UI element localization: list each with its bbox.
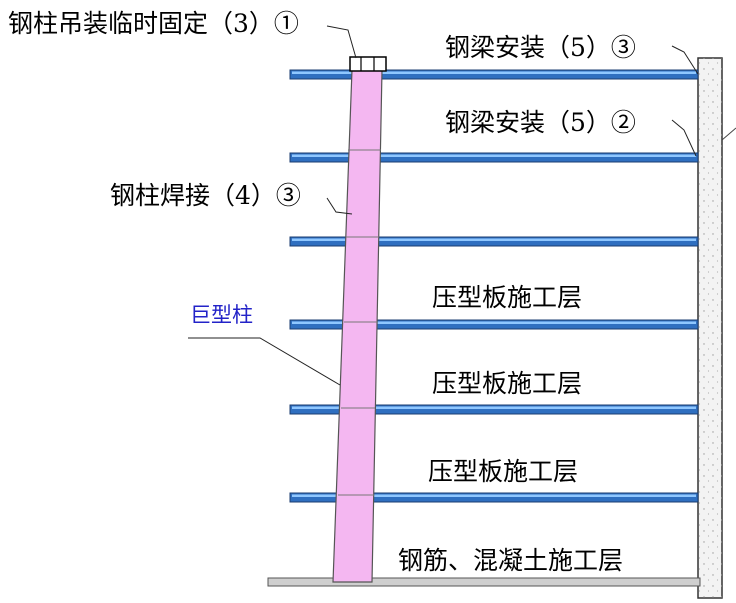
leader-column-hoist [326, 25, 357, 59]
core-wall-leader [721, 127, 736, 141]
steel-beam-3 [289, 236, 699, 247]
leader-beam-second [671, 119, 697, 157]
label-deck-layer-3: 压型板施工层 [428, 457, 578, 486]
leader-column-weld [326, 197, 353, 215]
label-rebar-concrete-layer: 钢筋、混凝土施工层 [398, 546, 623, 575]
steel-beam-6 [289, 492, 699, 503]
label-beam-install-top: 钢梁安装（5）③ [445, 33, 636, 62]
label-deck-layer-1: 压型板施工层 [432, 283, 582, 312]
steel-beams [289, 69, 699, 503]
steel-beam-1 [289, 69, 699, 80]
leader-beam-top [671, 45, 699, 75]
ground-floor-slab [267, 577, 701, 587]
steel-beam-2 [289, 152, 699, 163]
label-beam-install-second: 钢梁安装（5）② [445, 108, 636, 137]
leader-mega-column [188, 337, 341, 386]
label-deck-layer-2: 压型板施工层 [432, 369, 582, 398]
core-wall-texture [698, 58, 722, 598]
temporary-fixing-clamp [349, 56, 387, 72]
leader-lines [188, 25, 699, 386]
label-mega-column: 巨型柱 [190, 303, 253, 327]
mega-column [332, 56, 387, 583]
label-column-hoist: 钢柱吊装临时固定（3）① [8, 9, 299, 38]
steel-beam-4 [289, 319, 699, 330]
steel-beam-5 [289, 404, 699, 415]
label-column-weld: 钢柱焊接（4）③ [110, 181, 301, 210]
